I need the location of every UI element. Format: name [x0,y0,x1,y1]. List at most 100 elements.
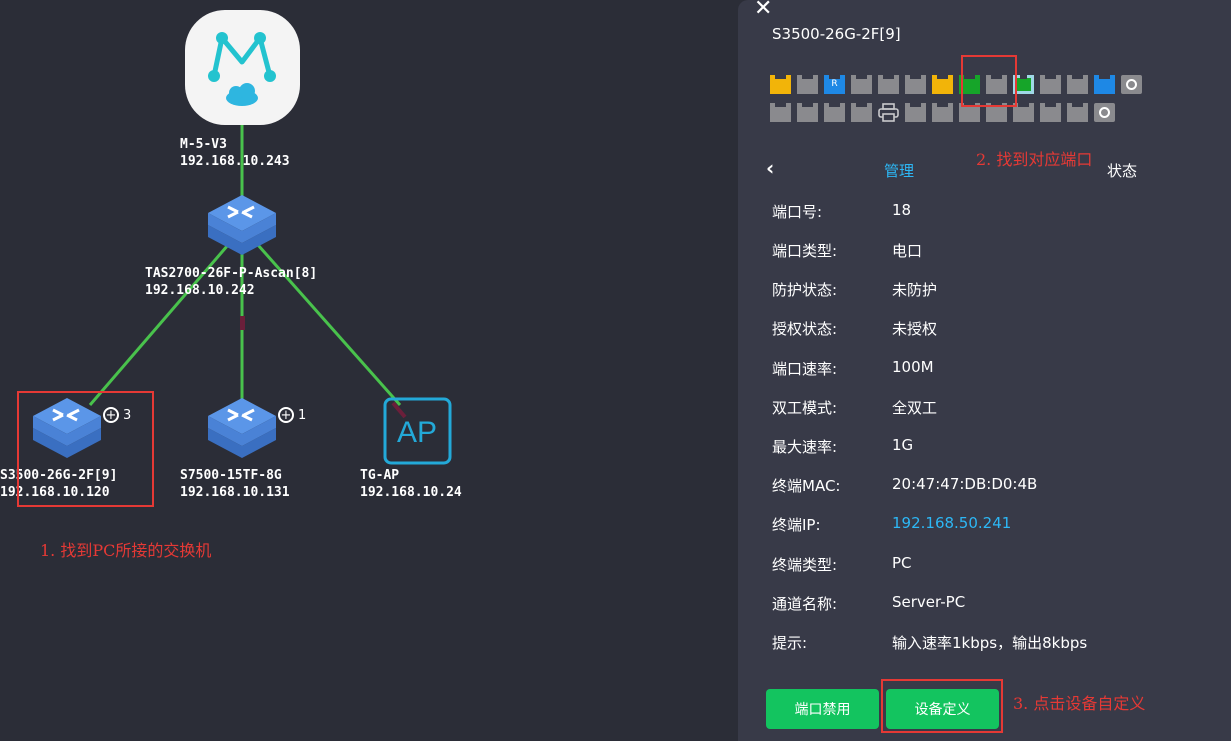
info-key: 端口速率: [772,360,838,378]
info-row-authorization: 授权状态: 未授权 [772,318,1192,338]
info-row-terminal-ip: 终端IP:192.168.50.241 [772,514,1192,534]
info-row-channel-name: 通道名称:Server-PC [772,593,1192,613]
port-panel: R [770,75,1142,131]
badge-count: 3 [123,407,132,423]
port-13[interactable] [932,75,953,94]
node-name: S7500-15TF-8G [180,468,282,483]
info-key: 提示: [772,634,808,652]
port-row-2 [770,103,1142,122]
annotation-step1: 1. 找到PC所接的交换机 [40,541,212,560]
node-tas[interactable]: TAS2700-26F-P-Ascan[8] 192.168.10.242 [145,265,317,299]
port-7[interactable] [851,75,872,94]
expand-badge-s7500[interactable]: + 1 [278,407,306,423]
node-name: M-5-V3 [180,137,227,152]
info-row-port-speed: 端口速率: 100M [772,358,1192,378]
highlight-box-button [881,679,1003,733]
info-value: 电口 [892,242,923,260]
ap-icon-text: AP [397,416,437,449]
link-tas-tgap [256,244,402,406]
node-ip: 192.168.10.120 [0,485,110,500]
port-5[interactable]: R [824,75,845,94]
panel-tabs: ‹ 管理 状态 [766,156,1206,182]
info-row-protection: 防护状态:未防护 [772,279,1192,299]
info-value: 未授权 [892,320,938,338]
info-key: 终端类型: [772,556,838,574]
node-ip: 192.168.10.131 [180,485,290,500]
info-value: 全双工 [892,399,938,417]
highlight-box-port [961,55,1017,107]
device-title: S3500-26G-2F[9] [772,25,901,43]
node-name: TAS2700-26F-P-Ascan[8] [145,266,318,281]
plus-circle-icon: + [278,407,294,423]
printer-icon[interactable] [878,103,899,122]
port-6[interactable] [824,103,845,122]
info-row-hint: 提示:输入速率1kbps，输出8kbps [772,632,1192,652]
node-ip: 192.168.10.242 [145,283,255,298]
port-18-selected[interactable] [1013,75,1034,94]
node-tgap[interactable]: TG-AP 192.168.10.24 [360,467,462,501]
topology-canvas[interactable]: AP M-5-V3 192.168.10.243 TAS2700-26F-P-A… [0,0,738,741]
node-m5[interactable]: M-5-V3 192.168.10.243 [180,136,290,170]
info-row-port-type: 端口类型:电口 [772,240,1192,260]
port-24[interactable] [1067,103,1088,122]
info-row-duplex: 双工模式: 全双工 [772,397,1192,417]
port-2[interactable] [770,103,791,122]
link-marker-ap [391,401,407,419]
info-row-port-number: 端口号: 18 [772,201,1192,221]
node-name: TG-AP [360,468,400,483]
info-key: 终端MAC: [772,477,841,495]
port-21[interactable] [1067,75,1088,94]
port-20[interactable] [1013,103,1034,122]
port-3[interactable] [797,75,818,94]
port-8[interactable] [851,103,872,122]
port-disable-button[interactable]: 端口禁用 [766,689,879,729]
badge-count: 1 [298,407,307,423]
port-1[interactable] [770,75,791,94]
info-key: 双工模式: [772,399,838,417]
terminal-ip-link[interactable]: 192.168.50.241 [892,514,1012,532]
switch-icon-s7500 [208,398,276,458]
cloud-controller-icon [185,10,300,125]
info-key: 防护状态: [772,281,838,299]
link-marker [240,316,245,330]
info-value: 100M [892,358,934,376]
info-value: 1G [892,436,914,454]
info-key: 端口号: [772,203,823,221]
sfp-port-25[interactable] [1121,75,1142,94]
port-23[interactable] [1094,75,1115,94]
tab-status[interactable]: 状态 [1107,162,1138,180]
port-row-1: R [770,75,1142,94]
port-15[interactable] [959,75,980,94]
node-name: S3500-26G-2F[9] [0,468,118,483]
plus-circle-icon: + [103,407,119,423]
port-detail-panel: ✕ S3500-26G-2F[9] R [738,0,1231,741]
node-s3500[interactable]: S3500-26G-2F[9] 192.168.10.120 [0,467,117,501]
node-s7500[interactable]: S7500-15TF-8G 192.168.10.131 [180,467,290,501]
link-tas-s3500 [88,244,230,406]
expand-badge-s3500[interactable]: + 3 [103,407,131,423]
info-row-terminal-mac: 终端MAC: 20:47:47:DB:D0:4B [772,475,1192,495]
ap-icon: AP [383,397,452,465]
port-17[interactable] [986,75,1007,94]
port-12[interactable] [905,103,926,122]
node-ip: 192.168.10.24 [360,485,462,500]
info-key: 授权状态: [772,320,838,338]
port-19[interactable] [1040,75,1061,94]
close-icon[interactable]: ✕ [754,0,773,21]
port-14[interactable] [932,103,953,122]
port-4[interactable] [797,103,818,122]
back-chevron-icon[interactable]: ‹ [766,156,775,180]
info-key: 最大速率: [772,438,838,456]
annotation-step2: 2. 找到对应端口 [976,150,1093,169]
device-customize-button[interactable]: 设备定义 [886,689,999,729]
info-value: 20:47:47:DB:D0:4B [892,475,1038,493]
node-ip: 192.168.10.243 [180,154,290,169]
port-9[interactable] [878,75,899,94]
info-row-terminal-type: 终端类型: PC [772,554,1192,574]
port-11[interactable] [905,75,926,94]
sfp-port-26[interactable] [1094,103,1115,122]
port-22[interactable] [1040,103,1061,122]
tab-manage[interactable]: 管理 [884,162,915,180]
info-value: 18 [892,201,912,219]
info-value: PC [892,554,912,572]
